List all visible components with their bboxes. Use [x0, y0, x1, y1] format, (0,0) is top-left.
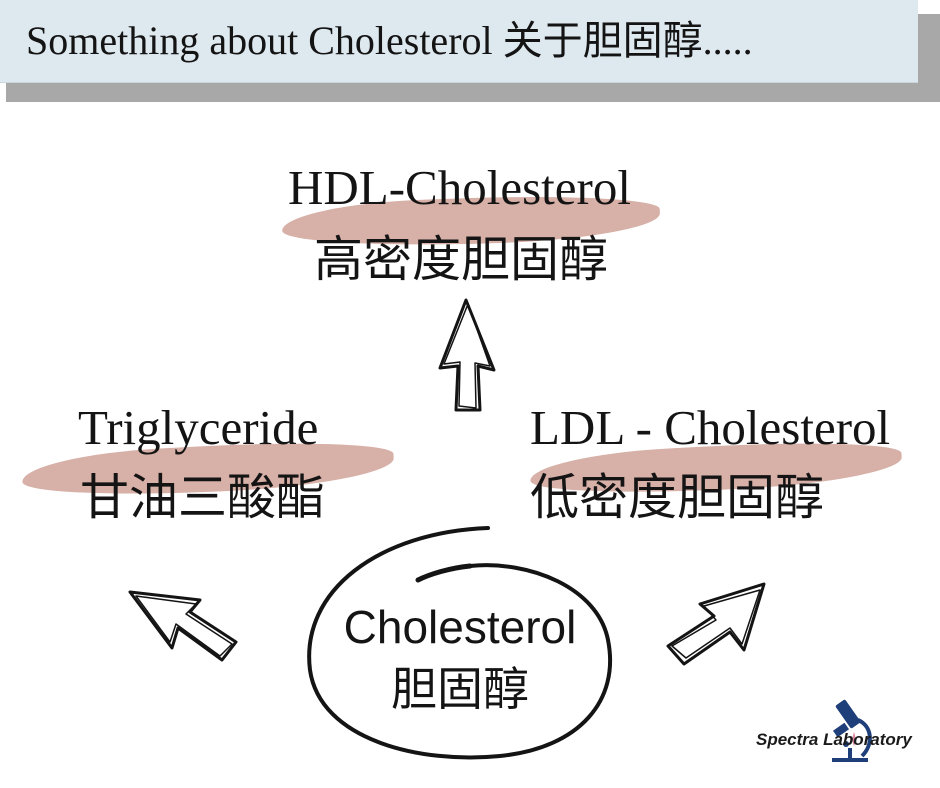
cholesterol-label-en: Cholesterol [343, 601, 577, 653]
title-banner: Something about Cholesterol 关于胆固醇..... [0, 0, 918, 83]
triglyceride-label-en: Triglyceride [78, 400, 319, 455]
cholesterol-label-zh: 胆固醇 [391, 662, 529, 716]
microscope-icon [832, 699, 872, 762]
hdl-label-en: HDL-Cholesterol [288, 160, 631, 215]
triglyceride-label-zh: 甘油三酸酯 [80, 469, 326, 526]
arrow-up-icon [438, 298, 496, 412]
ldl-label-en: LDL - Cholesterol [530, 400, 891, 455]
logo-text: Spectra Laboratory [756, 730, 912, 749]
cholesterol-circle [307, 526, 613, 760]
hdl-label-zh: 高密度胆固醇 [314, 231, 609, 288]
arrow-up-right-icon [666, 582, 766, 666]
arrow-up-left-icon [128, 590, 238, 662]
page-title: Something about Cholesterol 关于胆固醇..... [26, 18, 753, 63]
ldl-label-zh: 低密度胆固醇 [530, 469, 825, 526]
